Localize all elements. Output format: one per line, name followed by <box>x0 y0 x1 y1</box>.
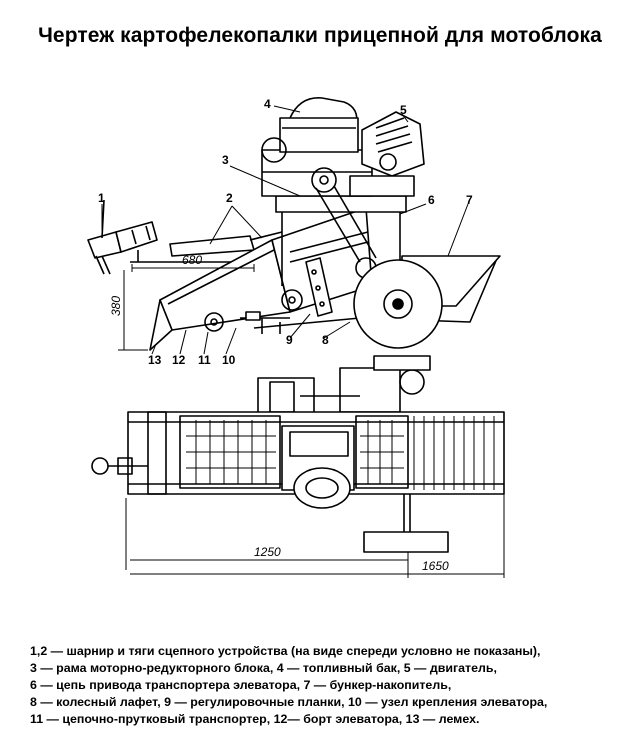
dim-380-lines <box>118 270 148 351</box>
technical-drawing: 1 2 3 4 5 6 7 8 9 10 11 12 13 680 380 12… <box>87 97 505 578</box>
fuel-tank <box>261 97 359 163</box>
callout-8: 8 <box>322 333 329 347</box>
dimension-1250: 1250 <box>254 545 281 559</box>
hitch-assembly <box>87 199 232 275</box>
legend-line: 8 — колесный лафет, 9 — регулировочные п… <box>30 695 548 709</box>
dimension-380: 380 <box>109 296 123 316</box>
legend-line: 6 — цепь привода транспортера элеватора,… <box>30 678 452 692</box>
callout-7: 7 <box>466 193 473 207</box>
callout-10: 10 <box>222 353 236 367</box>
callout-9: 9 <box>286 333 293 347</box>
callout-6: 6 <box>428 193 435 207</box>
dim-680-lines <box>131 264 255 272</box>
top-view <box>91 355 505 578</box>
legend: 1,2 — шарнир и тяги сцепного устройства … <box>30 643 630 728</box>
legend-line: 1,2 — шарнир и тяги сцепного устройства … <box>30 644 541 658</box>
callout-4: 4 <box>264 97 271 111</box>
legend-line: 11 — цепочно-прутковый транспортер, 12— … <box>30 712 480 726</box>
leader-lines <box>101 105 469 355</box>
dimension-1650: 1650 <box>422 559 449 573</box>
page-title: Чертеж картофелекопалки прицепной для мо… <box>38 24 602 47</box>
callout-1: 1 <box>98 191 105 205</box>
wheel <box>353 259 443 349</box>
callout-5: 5 <box>400 103 407 117</box>
callout-2: 2 <box>226 191 233 205</box>
legend-line: 3 — рама моторно-редукторного блока, 4 —… <box>30 661 497 675</box>
engine <box>349 111 425 197</box>
callout-3: 3 <box>222 153 229 167</box>
elevator <box>149 207 373 351</box>
callout-13: 13 <box>148 353 162 367</box>
callout-12: 12 <box>172 353 186 367</box>
dimension-680: 680 <box>182 253 202 267</box>
callout-11: 11 <box>198 353 211 367</box>
side-view <box>87 97 501 355</box>
